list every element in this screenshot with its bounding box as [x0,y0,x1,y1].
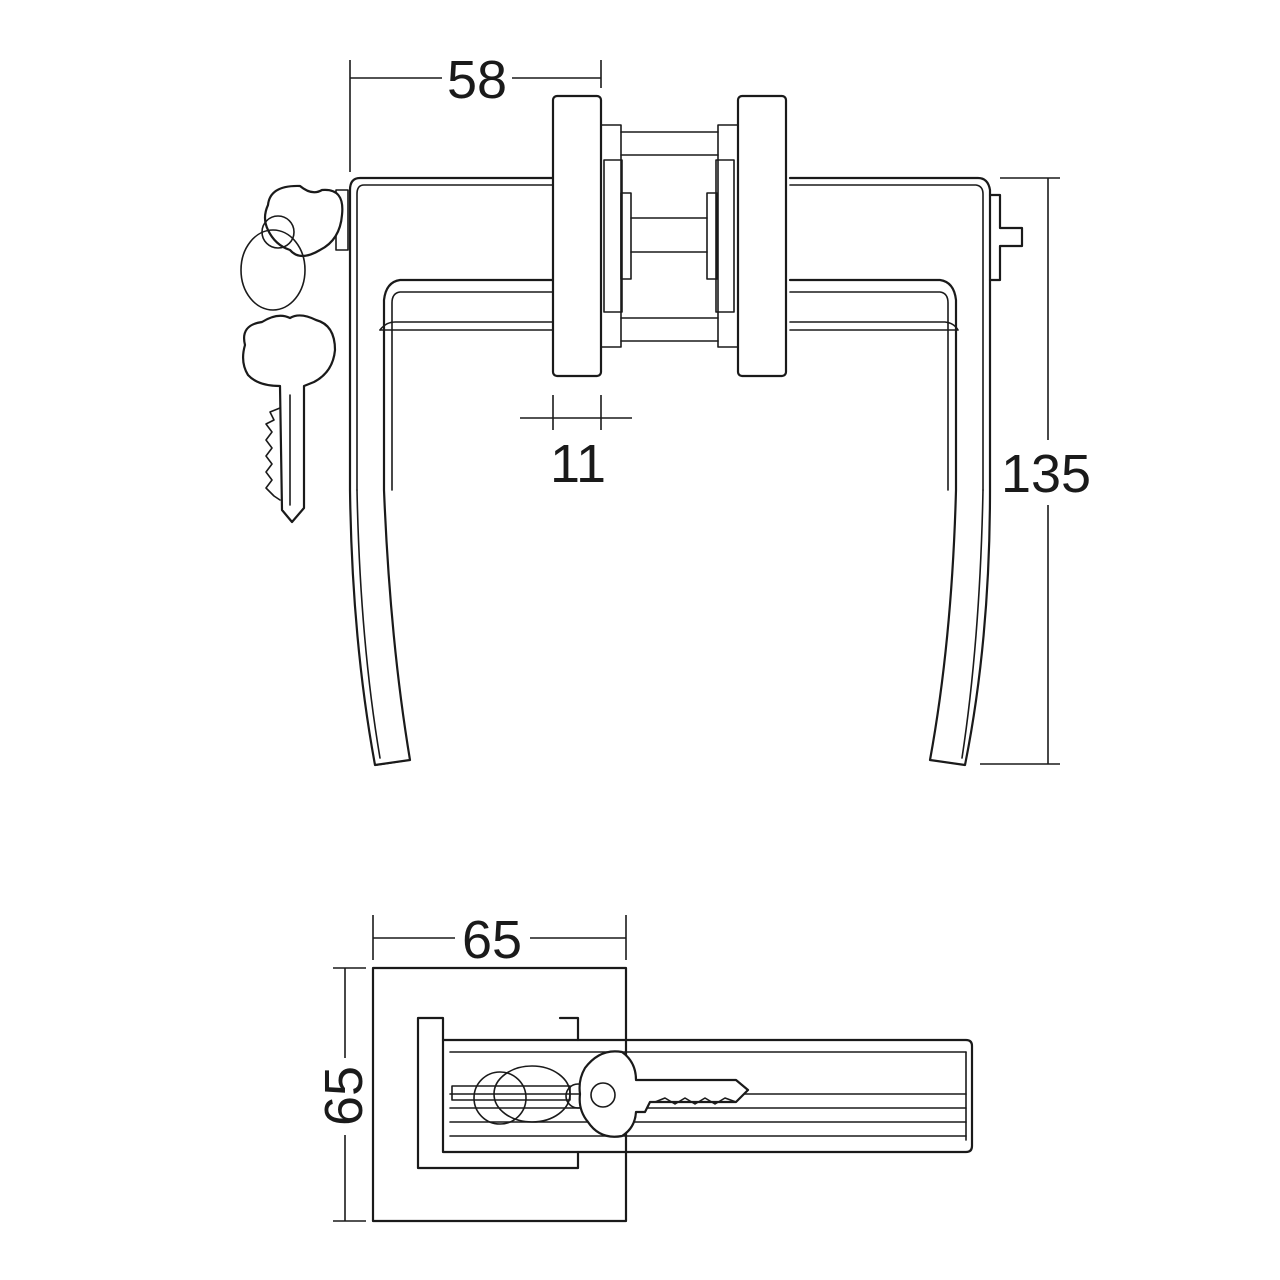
left-lever [348,176,554,767]
spindle [620,131,719,342]
left-rose [551,94,632,378]
dimension-label-65-width: 65 [462,910,522,970]
right-lever [788,176,992,767]
dimension-label-58: 58 [447,50,507,110]
dimension-11: 11 [520,395,632,494]
dimension-label-11: 11 [550,434,606,494]
dimension-label-65-height: 65 [314,1066,374,1126]
lever-top-view [441,1038,974,1154]
right-rose [706,94,788,378]
dimension-label-135: 135 [1001,444,1091,504]
thumb-turn-icon [988,193,1024,282]
key-ring-icon [240,184,349,524]
dimension-135: 135 [980,177,1091,765]
key-plan-icon [451,1050,750,1138]
plan-view: 65 65 [314,910,974,1223]
dimension-65-width: 65 [372,910,627,970]
dimension-65-height: 65 [314,967,374,1222]
dimension-58: 58 [349,50,602,172]
front-view: 58 11 135 [240,50,1091,767]
inner-plate [416,1016,580,1170]
